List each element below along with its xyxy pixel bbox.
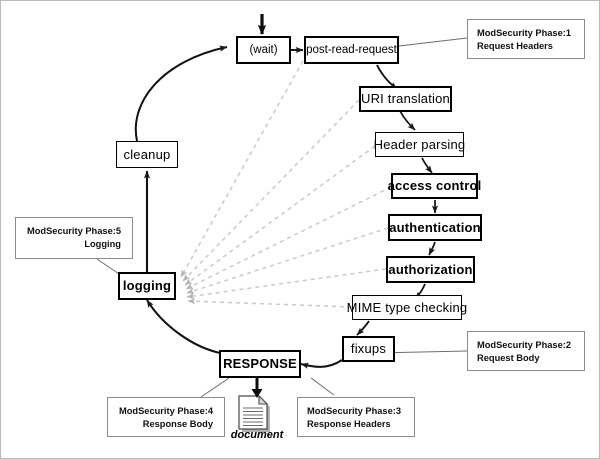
note-phase5-line1: ModSecurity Phase:5 xyxy=(26,226,121,236)
node-fixups-label: fixups xyxy=(350,341,387,357)
note-modsecurity-phase-4: ModSecurity Phase:4 Response Body xyxy=(107,397,225,437)
node-post-read-request-label: post-read-request xyxy=(306,43,397,56)
node-authorization[interactable]: authorization xyxy=(386,256,475,283)
node-wait-label: (wait) xyxy=(249,43,278,56)
edge-post-read-request-to-logging xyxy=(180,60,304,278)
node-post-read-request[interactable]: post-read-request xyxy=(304,36,399,64)
leader-phase1 xyxy=(398,37,468,47)
node-mime-type-checking[interactable]: MIME type checking xyxy=(347,295,467,320)
edge-uri-translation-to-logging xyxy=(182,99,360,282)
node-header-parsing[interactable]: Header parsing xyxy=(373,132,466,157)
node-logging[interactable]: logging xyxy=(118,272,176,300)
note-phase4-line1: ModSecurity Phase:4 xyxy=(118,406,213,416)
edge-response-to-document xyxy=(251,376,263,398)
edge-mime-type-checking-to-fixups xyxy=(356,320,370,336)
note-modsecurity-phase-2: ModSecurity Phase:2 Request Body xyxy=(467,331,585,371)
note-phase1-line1: ModSecurity Phase:1 xyxy=(477,28,572,38)
node-wait[interactable]: (wait) xyxy=(236,36,291,64)
node-response-label: RESPONSE xyxy=(223,356,297,372)
edge-uri-translation-to-header-parsing xyxy=(399,110,416,131)
node-uri-translation[interactable]: URI translation xyxy=(359,86,452,112)
edge-header-parsing-to-logging xyxy=(184,145,376,286)
note-modsecurity-phase-3: ModSecurity Phase:3 Response Headers xyxy=(297,397,415,437)
edge-access-control-to-logging xyxy=(185,186,392,290)
node-uri-translation-label: URI translation xyxy=(361,91,450,107)
note-phase2-line2: Request Body xyxy=(477,352,540,363)
node-response[interactable]: RESPONSE xyxy=(219,350,301,378)
note-phase3-line2: Response Headers xyxy=(307,418,391,429)
node-fixups[interactable]: fixups xyxy=(342,336,395,362)
edge-fixups-to-response xyxy=(300,359,343,369)
note-phase5-line2: Logging xyxy=(84,238,121,249)
note-phase2-line1: ModSecurity Phase:2 xyxy=(477,340,572,350)
edge-authentication-to-authorization xyxy=(428,241,436,256)
edge-header-parsing-to-access-control xyxy=(421,157,433,174)
node-authentication[interactable]: authentication xyxy=(388,214,482,241)
edge-response-to-logging xyxy=(146,299,221,355)
edge-mime-type-checking-to-logging xyxy=(187,298,353,308)
edge-authorization-to-logging xyxy=(186,268,387,299)
leader-phase4 xyxy=(200,377,230,398)
edge-authentication-to-logging xyxy=(186,227,389,294)
node-access-control-label: access control xyxy=(387,178,482,194)
node-logging-label: logging xyxy=(122,278,172,294)
node-header-parsing-label: Header parsing xyxy=(373,136,466,152)
leader-phase3 xyxy=(310,377,335,396)
edge-cleanup-to-wait xyxy=(134,45,228,142)
node-authorization-label: authorization xyxy=(388,261,473,277)
node-access-control[interactable]: access control xyxy=(388,173,481,199)
note-phase4-line2: Response Body xyxy=(142,418,213,429)
note-modsecurity-phase-5: ModSecurity Phase:5 Logging xyxy=(15,217,133,259)
note-modsecurity-phase-1: ModSecurity Phase:1 Request Headers xyxy=(467,19,585,59)
node-cleanup-label: cleanup xyxy=(123,146,171,162)
node-cleanup[interactable]: cleanup xyxy=(116,141,178,168)
document-caption: document xyxy=(230,429,284,441)
note-phase1-line2: Request Headers xyxy=(477,40,553,51)
document-icon xyxy=(236,394,276,446)
note-phase3-line1: ModSecurity Phase:3 xyxy=(307,406,402,416)
node-authentication-label: authentication xyxy=(389,219,481,235)
node-mime-type-checking-label: MIME type checking xyxy=(346,299,468,315)
